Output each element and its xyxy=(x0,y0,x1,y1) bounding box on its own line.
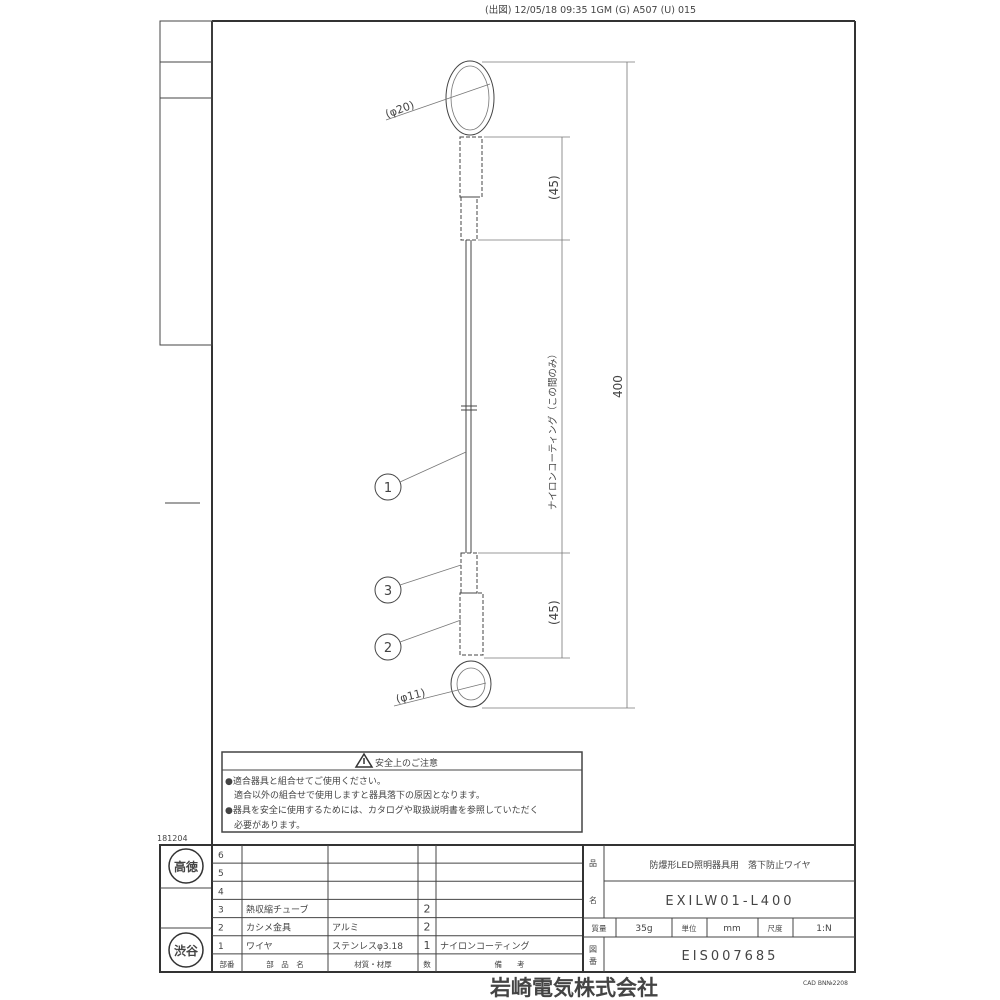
coating-note: ナイロンコーティング（この間のみ） xyxy=(547,349,559,510)
table-cell: 5 xyxy=(218,869,224,879)
unit-value: mm xyxy=(723,924,741,934)
drawing-no-label: 図 xyxy=(589,945,597,954)
table-cell: ナイロンコーティング xyxy=(440,940,529,952)
product-name: 防爆形LED照明器具用 落下防止ワイヤ xyxy=(649,859,810,871)
company-name: 岩崎電気株式会社 xyxy=(489,976,658,1000)
drawing-no-label: 番 xyxy=(589,956,597,966)
table-cell: ワイヤ xyxy=(246,942,273,952)
safety-line: ●適合器具と組合せてご使用ください。 xyxy=(225,775,386,787)
table-cell: 1 xyxy=(424,939,431,952)
table-cell: 4 xyxy=(218,887,224,897)
table-header: 部番 xyxy=(220,959,235,969)
table-header: 数 xyxy=(423,959,431,969)
title-block: 品 名 防爆形LED照明器具用 落下防止ワイヤ EXILW01-L400 質量 … xyxy=(582,845,855,972)
dim-sleeve-top: (45) xyxy=(547,175,561,200)
name-label: 名 xyxy=(589,895,597,905)
stamp-1: 高徳 xyxy=(174,859,198,874)
balloon-2: 2 xyxy=(384,641,392,656)
table-cell: ステンレスφ3.18 xyxy=(332,941,403,952)
balloon-1: 1 xyxy=(384,481,392,496)
drawing-frame xyxy=(159,20,856,972)
dim-loop-bottom: (φ11) xyxy=(395,686,427,706)
part-balloons: 1 3 2 xyxy=(374,451,467,661)
warning-triangle-icon xyxy=(354,752,374,768)
weight-label: 質量 xyxy=(592,923,607,933)
dim-sleeve-bottom: (45) xyxy=(547,600,561,625)
table-cell: カシメ金具 xyxy=(246,922,291,934)
table-cell: 2 xyxy=(424,902,431,915)
table-cell: 1 xyxy=(218,942,224,952)
drawing-number: EIS007685 xyxy=(682,949,779,964)
table-cell: 熱収縮チューブ xyxy=(246,903,308,915)
model-number: EXILW01-L400 xyxy=(665,894,794,909)
table-cell: アルミ xyxy=(332,924,359,934)
balloon-3: 3 xyxy=(384,584,392,599)
table-cell: 2 xyxy=(424,921,431,934)
wire-assembly xyxy=(445,60,495,708)
print-info: (出図) 12/05/18 09:35 1GM (G) A507 (U) 015 xyxy=(485,4,696,16)
table-cell: 2 xyxy=(218,924,224,934)
cad-note: CAD BN№2208 xyxy=(803,980,848,987)
safety-notice: 安全上のご注意 ●適合器具と組合せてご使用ください。 適合以外の組合せで使用しま… xyxy=(221,751,583,833)
parts-table: 6 5 4 3 熱収縮チューブ 2 2 カシメ金具 アルミ 2 1 ワイヤ ステンレスφ3.18 1 ナイロ… xyxy=(211,844,856,973)
safety-line: ●器具を安全に使用するためには、カタログや取扱説明書を参照していただく xyxy=(225,804,539,816)
unit-label: 単位 xyxy=(682,923,697,933)
revision-code: 181204 xyxy=(157,834,188,843)
table-cell: 6 xyxy=(218,851,224,861)
safety-line: 適合以外の組合せで使用しますと器具落下の原因となります。 xyxy=(225,789,485,801)
stamp-2: 渋谷 xyxy=(174,943,199,958)
dimensions: (φ20) (45) ナイロンコーティング（この間のみ） (45) 400 (φ… xyxy=(384,61,635,709)
dim-total: 400 xyxy=(611,375,625,398)
scale-label: 尺度 xyxy=(768,923,783,933)
table-cell: 3 xyxy=(218,905,224,915)
scale-value: 1:N xyxy=(816,924,832,934)
dim-loop-top: (φ20) xyxy=(384,98,416,120)
name-label: 品 xyxy=(589,859,597,868)
table-header: 部 品 名 xyxy=(266,959,304,969)
approval-stamps: 高徳 渋谷 xyxy=(159,844,213,973)
safety-title: 安全上のご注意 xyxy=(375,757,438,769)
weight-value: 35g xyxy=(635,924,652,934)
table-header: 備 考 xyxy=(495,959,525,969)
table-header: 材質・材厚 xyxy=(354,959,392,969)
safety-line: 必要があります。 xyxy=(225,819,305,831)
